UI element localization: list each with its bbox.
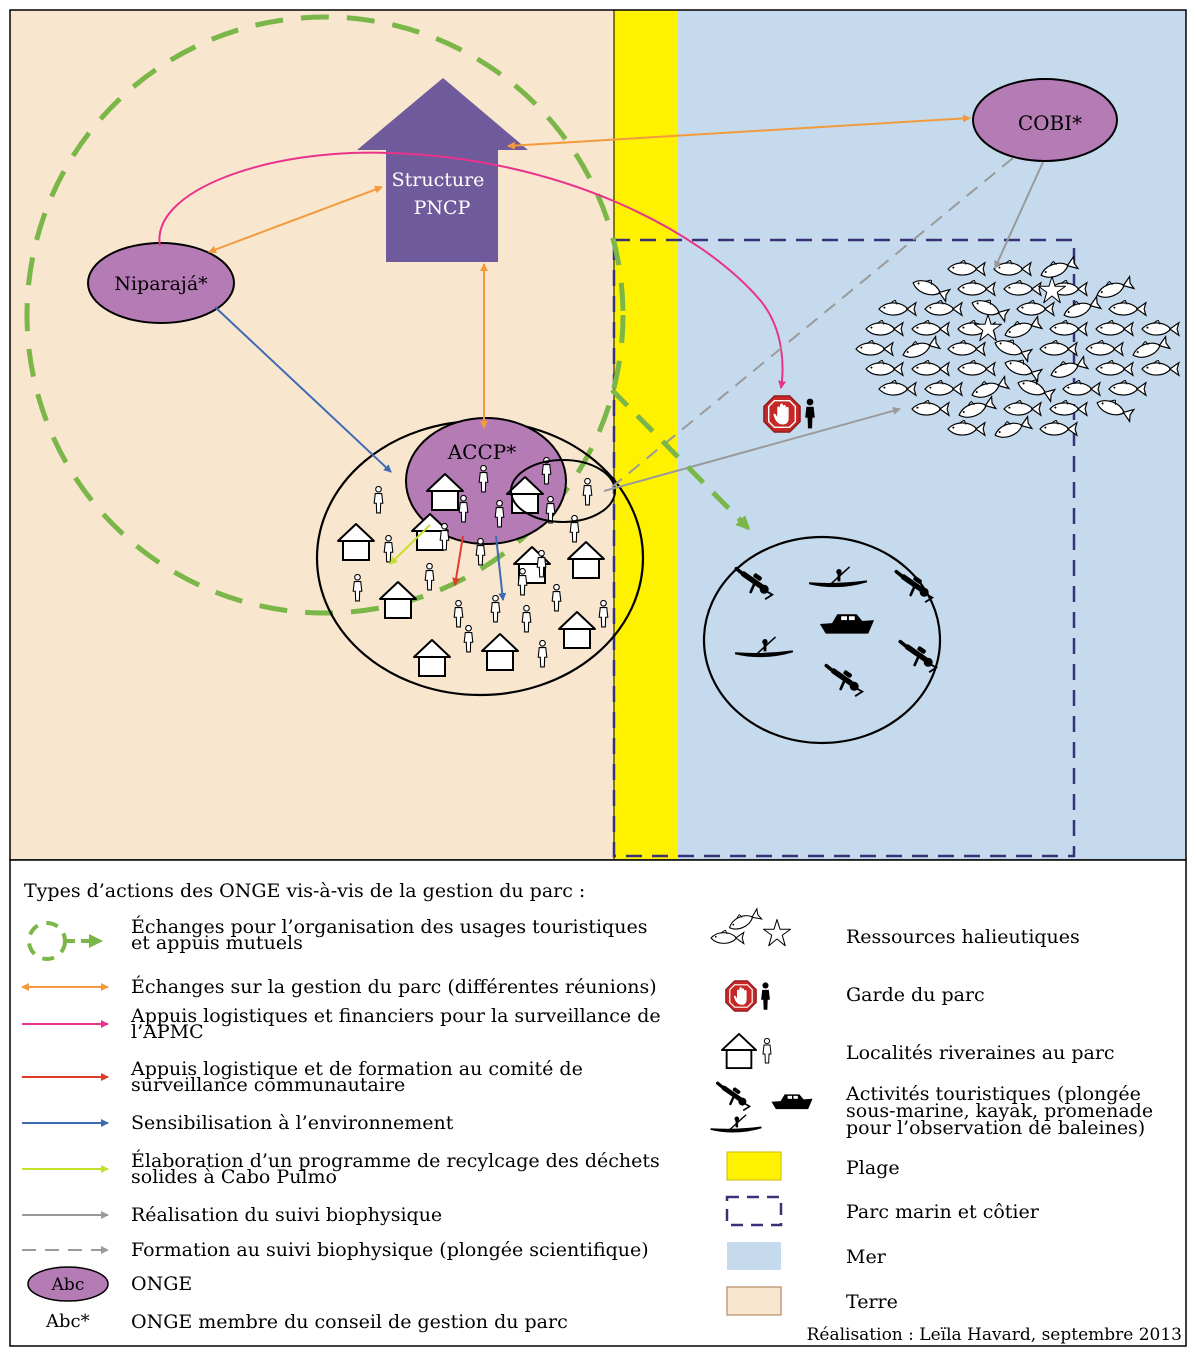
legend-text: Appuis logistiques et financiers pour la… [130,1005,661,1027]
legend-text: Ressources halieutiques [846,926,1080,948]
legend-item: Plage [726,1151,900,1181]
accp-label: ACCP* [447,440,517,464]
structure-pncp-node [357,78,528,262]
tourism-activities-ellipse [702,535,942,745]
legend-item: Échanges sur la gestion du parc (différe… [21,975,657,998]
legend-text: Garde du parc [846,984,985,1006]
legend-green-circle-icon [27,921,67,961]
red-arrow-accp [452,535,464,586]
legend-item: Appuis logistiques et financiers pour la… [22,1005,661,1043]
legend-text: Plage [846,1157,900,1179]
gray-dashed-arrow-cobi-monitoring [611,157,1014,488]
structure-pncp-line1: Structure [392,169,485,191]
park-boundary-swatch [725,1195,783,1227]
onge-sample-icon [27,1266,109,1302]
legend-item: Localités riveraines au parc [720,1032,1115,1070]
onge-member-label: ONGE membre du conseil de gestion du par… [131,1311,568,1333]
legend-text: Terre [846,1291,898,1313]
legend-title: Types d’actions des ONGE vis-à-vis de la… [24,880,585,902]
blue-arrow-accp [495,535,507,601]
legend-item: Garde du parc [725,980,985,1012]
legend-text: Localités riveraines au parc [846,1042,1115,1064]
legend-item: Terre [726,1286,898,1316]
sea-swatch [727,1242,781,1270]
green-arrow-to-tourism [610,388,751,531]
legend-text: Activités touristiques (plongée [845,1083,1141,1105]
legend-text: Élaboration d’un programme de recylcage … [131,1149,660,1172]
niparaja-label: Niparajá* [114,273,208,295]
credit: Réalisation : Leïla Havard, septembre 20… [807,1325,1182,1345]
monitoring-group-ellipse [510,459,616,523]
beach-strip [614,10,678,860]
legend-item: Échanges pour l’organisation des usages … [27,915,647,961]
legend-item: Activités touristiques (plongéesous-mari… [709,1083,1153,1139]
legend-text: solides à Cabo Pulmo [131,1166,337,1188]
structure-pncp-line2: PNCP [414,197,471,219]
legend-item: Sensibilisation à l’environnement [22,1112,454,1134]
legend-text: Parc marin et côtier [846,1201,1040,1223]
legend-text: Échanges sur la gestion du parc (différe… [131,975,657,998]
land-swatch [726,1286,782,1316]
legend-frame [9,859,1187,1347]
legend-text: l’APMC [131,1021,204,1043]
cobi-label: COBI* [1018,111,1082,135]
legend-text: Réalisation du suivi biophysique [131,1204,442,1226]
onge-member-sample: Abc* [45,1311,90,1332]
legend-left: Échanges pour l’organisation des usages … [21,915,661,1261]
gray-arrow-cobi-fish [994,161,1044,269]
beach-swatch [726,1151,782,1181]
legend-item: Mer [727,1242,887,1270]
cobi-node [972,78,1118,162]
blue-arrow-niparaja-locality [214,306,392,473]
legend-text: Formation au suivi biophysique (plongée … [131,1239,649,1261]
legend-item: Parc marin et côtier [725,1195,1040,1227]
legend-text: Sensibilisation à l’environnement [131,1112,454,1134]
sea-area [678,10,1186,860]
legend-item: Élaboration d’un programme de recylcage … [22,1149,660,1188]
legend-text: surveillance communautaire [131,1074,405,1096]
legend-text: Mer [846,1246,887,1268]
lime-arrow-accp [389,524,431,565]
gray-arrow-monitoring-fish [603,407,901,492]
legend-text: pour l’observation de baleines) [846,1117,1145,1139]
orange-arrow-pncp-cobi [507,114,971,150]
niparaja-node [87,242,235,324]
legend-item: Appuis logistique et de formation au com… [22,1058,583,1096]
legend-item: Formation au suivi biophysique (plongée … [22,1239,649,1261]
orange-arrow-pncp-niparaja [208,185,383,254]
legend-text: sous-marine, kayak, promenade [846,1100,1153,1122]
onge-sample-text: Abc [51,1275,85,1295]
onge-label: ONGE [131,1273,192,1295]
stop-sign-icon [725,980,757,1012]
legend-item: Réalisation du suivi biophysique [22,1204,442,1226]
legend-text: Échanges pour l’organisation des usages … [131,915,647,938]
pink-arrow-niparaja-guard [158,151,787,389]
legend-text: et appuis mutuels [131,932,303,954]
legend-item: Ressources halieutiques [710,906,1080,948]
marine-park-boundary [612,238,1076,858]
legend-text: Appuis logistique et de formation au com… [130,1058,583,1080]
tourism-exchange-circle [24,14,626,616]
